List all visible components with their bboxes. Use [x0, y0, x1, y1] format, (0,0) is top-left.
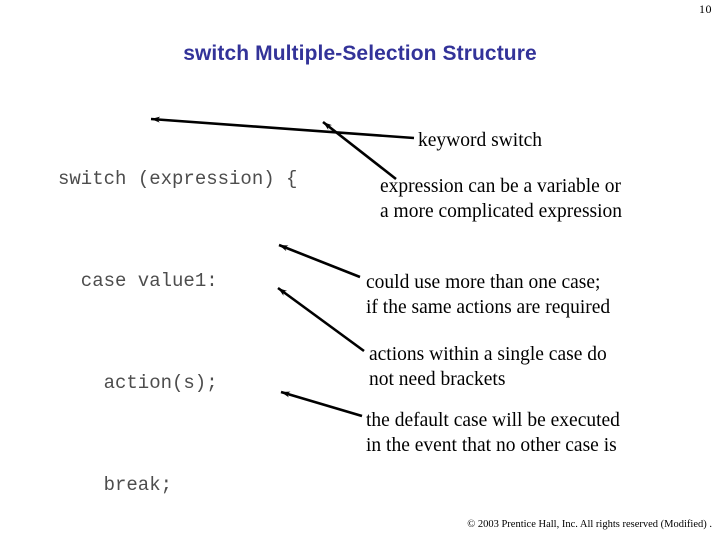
code-line-3: break;	[103, 474, 173, 496]
annotation-default-case: the default case will be executed in the…	[366, 410, 620, 456]
annotation-no-brackets: actions within a single case do not need…	[369, 344, 607, 390]
code-line-2: action(s);	[103, 372, 218, 394]
code-line-0: switch (expression) {	[58, 168, 298, 190]
page-title: switch Multiple-Selection Structure	[183, 42, 537, 65]
code-block: switch (expression) { case value1: actio…	[58, 94, 358, 540]
annotation-expression: expression can be a variable or a more c…	[380, 176, 623, 222]
annotation-keyword-switch: keyword switch	[418, 130, 543, 151]
page-number: 10	[699, 2, 712, 16]
code-line-1: case value1:	[80, 270, 218, 292]
annotation-multiple-case: could use more than one case; if the sam…	[366, 272, 611, 318]
copyright-footer: © 2003 Prentice Hall, Inc. All rights re…	[467, 519, 712, 530]
